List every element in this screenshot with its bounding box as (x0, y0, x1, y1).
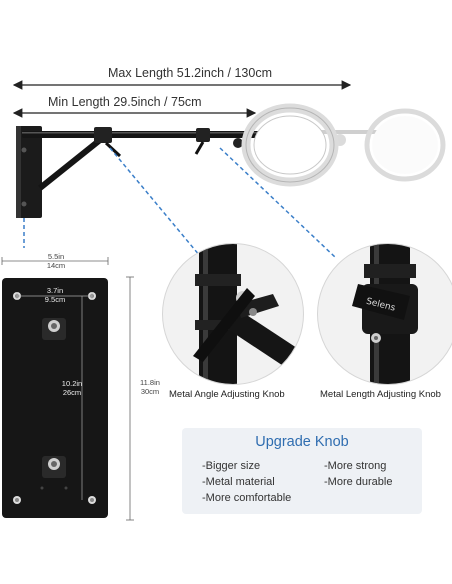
length-knob-illustration: Selens (352, 244, 418, 384)
wall-plate-details (13, 292, 96, 504)
hole-height-label: 10.2in 26cm (61, 379, 83, 397)
max-length-label: Max Length 51.2inch / 130cm (108, 66, 272, 80)
plate-dimension-lines (1, 257, 134, 521)
angle-knob-caption: Metal Angle Adjusting Knob (169, 389, 285, 400)
plate-height-label: 11.8in 30cm (140, 378, 160, 396)
feature-more-strong: -More strong (324, 460, 387, 472)
min-length-label: Min Length 29.5inch / 75cm (48, 95, 202, 109)
plate-width-label: 5.5in 14cm (46, 252, 66, 270)
feature-metal-material: -Metal material (202, 476, 275, 488)
angle-knob-closeup (162, 243, 304, 385)
extended-ring-light-ghost (300, 108, 446, 182)
upgrade-knob-panel: Upgrade Knob -Bigger size -Metal materia… (182, 428, 422, 514)
hole-width-label: 3.7in 9.5cm (44, 286, 66, 304)
wall-plate (2, 278, 108, 518)
wall-mount-boom-arm (16, 103, 446, 218)
dimension-arrows (12, 80, 352, 118)
angle-knob-illustration (193, 244, 303, 384)
upgrade-title: Upgrade Knob (255, 434, 349, 450)
feature-more-comfortable: -More comfortable (202, 492, 292, 504)
length-knob-caption: Metal Length Adjusting Knob (320, 389, 441, 400)
length-knob-closeup: Selens (317, 243, 452, 385)
feature-more-durable: -More durable (324, 476, 393, 488)
feature-bigger-size: -Bigger size (202, 460, 261, 472)
